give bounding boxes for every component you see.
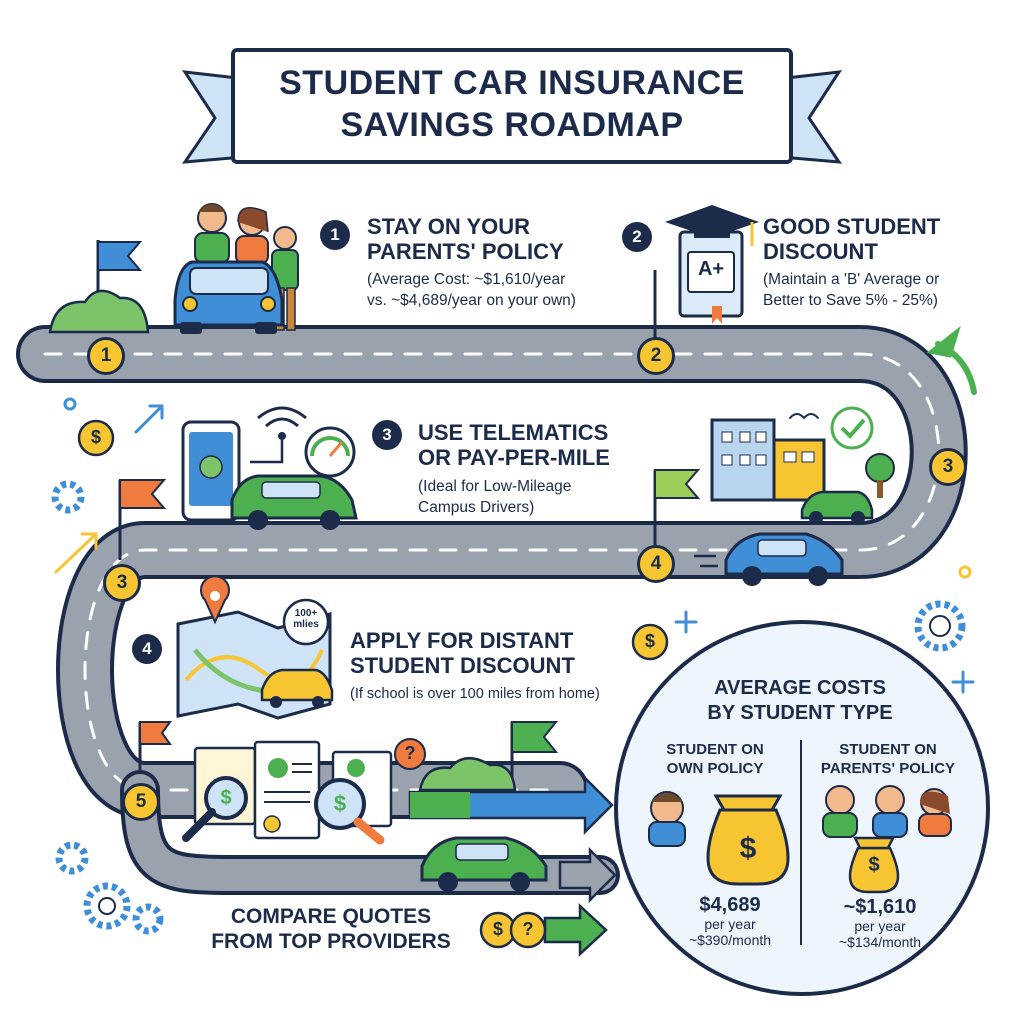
blue-car-road bbox=[694, 532, 844, 586]
gear-icons bbox=[51, 480, 966, 935]
grade-badge: A+ bbox=[697, 258, 725, 280]
question-icon: ? bbox=[404, 743, 416, 763]
final-step-line-2: FROM TOP PROVIDERS bbox=[211, 930, 451, 953]
map-badge-line-1: 100+ bbox=[294, 608, 318, 619]
step-4-title-line-2: STUDENT DISCOUNT bbox=[350, 653, 575, 678]
road-marker-2: 2 bbox=[637, 337, 675, 375]
own-policy-head-line-1: STUDENT ON bbox=[666, 741, 764, 758]
finish-arrows bbox=[408, 774, 617, 957]
parents-policy-cost: ~$1,610 per year ~$134/month bbox=[810, 896, 950, 950]
dollar-icon: $ bbox=[644, 631, 655, 651]
question-icon: ? bbox=[522, 919, 534, 939]
parents-policy-people bbox=[822, 785, 952, 838]
dollar-icon: $ bbox=[220, 787, 232, 809]
own-policy-money-bag bbox=[706, 794, 790, 886]
gear-centers bbox=[98, 615, 951, 915]
own-policy-monthly: ~$390/month bbox=[688, 932, 772, 948]
title-ribbon bbox=[181, 48, 843, 164]
compare-quotes-illustration bbox=[182, 738, 426, 845]
grade-book-illustration bbox=[665, 205, 759, 324]
map-badge-line-2: mlies bbox=[293, 619, 319, 630]
step-number-2: 2 bbox=[622, 222, 652, 252]
parents-policy-monthly: ~$134/month bbox=[838, 934, 922, 950]
step-1-title-line-2: PARENTS' POLICY bbox=[367, 239, 564, 264]
step-4-text: APPLY FOR DISTANT STUDENT DISCOUNT (If s… bbox=[350, 628, 650, 705]
parents-policy-head-line-1: STUDENT ON bbox=[839, 741, 937, 758]
step-3-title-line-2: OR PAY-PER-MILE bbox=[418, 445, 610, 470]
coin-icons bbox=[77, 419, 669, 949]
flag-green bbox=[510, 721, 559, 790]
title-line-2: SAVINGS ROADMAP bbox=[340, 106, 684, 144]
step-2-text: GOOD STUDENT DISCOUNT (Maintain a 'B' Av… bbox=[763, 214, 1008, 311]
cost-panel-shape bbox=[614, 620, 990, 996]
step-4-desc-line-1: (If school is over 100 miles from home) bbox=[350, 686, 600, 702]
step-1-desc-line-1: (Average Cost: ~$1,610/year bbox=[367, 271, 566, 288]
bush-left bbox=[48, 289, 150, 334]
step-2-title-line-1: GOOD STUDENT bbox=[763, 214, 941, 239]
final-step-text: COMPARE QUOTES FROM TOP PROVIDERS bbox=[188, 904, 474, 954]
page-title: STUDENT CAR INSURANCE SAVINGS ROADMAP bbox=[238, 62, 786, 146]
flag-four bbox=[653, 469, 701, 545]
dollar-icon: $ bbox=[868, 854, 880, 876]
dollar-icon: $ bbox=[492, 919, 503, 939]
green-car-lower bbox=[420, 836, 548, 892]
parents-policy-money-bag bbox=[848, 836, 900, 894]
step-number-4: 4 bbox=[132, 634, 162, 664]
map-illustration bbox=[176, 575, 334, 720]
cost-panel-title: AVERAGE COSTS BY STUDENT TYPE bbox=[640, 676, 960, 726]
parents-policy-head-line-2: PARENTS' POLICY bbox=[820, 760, 956, 777]
map-distance-badge: 100+ mlies bbox=[286, 608, 326, 630]
step-2-desc-line-1: (Maintain a 'B' Average or bbox=[763, 271, 940, 288]
flag-three bbox=[118, 479, 167, 560]
flag-start bbox=[96, 240, 143, 330]
own-policy-cost: $4,689 per year ~$390/month bbox=[660, 894, 800, 948]
family-car-illustration bbox=[173, 203, 299, 334]
step-1-desc-line-2: vs. ~$4,689/year on your own) bbox=[367, 292, 576, 309]
telematics-illustration bbox=[181, 406, 358, 530]
cost-panel-title-line-1: AVERAGE COSTS bbox=[714, 677, 886, 699]
step-1-title-line-1: STAY ON YOUR bbox=[367, 214, 531, 239]
step-number-3: 3 bbox=[372, 420, 402, 450]
step-3-text: USE TELEMATICS OR PAY-PER-MILE (Ideal fo… bbox=[418, 420, 678, 518]
bush-lower bbox=[418, 757, 517, 792]
step-3-desc-line-1: (Ideal for Low-Mileage bbox=[418, 478, 572, 495]
own-policy-period: per year bbox=[704, 916, 756, 932]
dollar-icon: $ bbox=[739, 832, 757, 865]
parents-policy-period: per year bbox=[854, 918, 906, 934]
step-2-desc-line-2: Better to Save 5% - 25%) bbox=[763, 292, 938, 309]
flag-five bbox=[138, 721, 172, 770]
campus-illustration bbox=[710, 406, 895, 525]
parents-policy-header: STUDENT ON PARENTS' POLICY bbox=[808, 740, 968, 778]
step-3-desc-line-2: Campus Drivers) bbox=[418, 499, 535, 516]
road-marker-3-left: 3 bbox=[103, 564, 141, 602]
road-marker-4: 4 bbox=[637, 545, 675, 583]
step-1-text: STAY ON YOUR PARENTS' POLICY (Average Co… bbox=[367, 214, 647, 311]
dollar-icon: $ bbox=[90, 427, 101, 447]
dollar-icon: $ bbox=[333, 791, 347, 816]
own-policy-amount: $4,689 bbox=[699, 894, 761, 916]
own-policy-person bbox=[648, 791, 686, 847]
own-policy-header: STUDENT ON OWN POLICY bbox=[640, 740, 790, 778]
step-number-1: 1 bbox=[320, 220, 350, 250]
cost-panel-title-line-2: BY STUDENT TYPE bbox=[707, 702, 893, 724]
step-2-title-line-2: DISCOUNT bbox=[763, 239, 878, 264]
title-line-1: STUDENT CAR INSURANCE bbox=[279, 64, 745, 102]
road-marker-3-right: 3 bbox=[929, 448, 967, 486]
road-marker-5: 5 bbox=[122, 783, 160, 821]
final-step-line-1: COMPARE QUOTES bbox=[230, 905, 432, 928]
step-3-title-line-1: USE TELEMATICS bbox=[418, 420, 609, 445]
parents-policy-amount: ~$1,610 bbox=[843, 896, 917, 918]
road-marker-1: 1 bbox=[87, 337, 125, 375]
decor-arrows bbox=[54, 325, 977, 694]
own-policy-head-line-2: OWN POLICY bbox=[666, 760, 764, 777]
step-4-title-line-1: APPLY FOR DISTANT bbox=[350, 628, 574, 653]
